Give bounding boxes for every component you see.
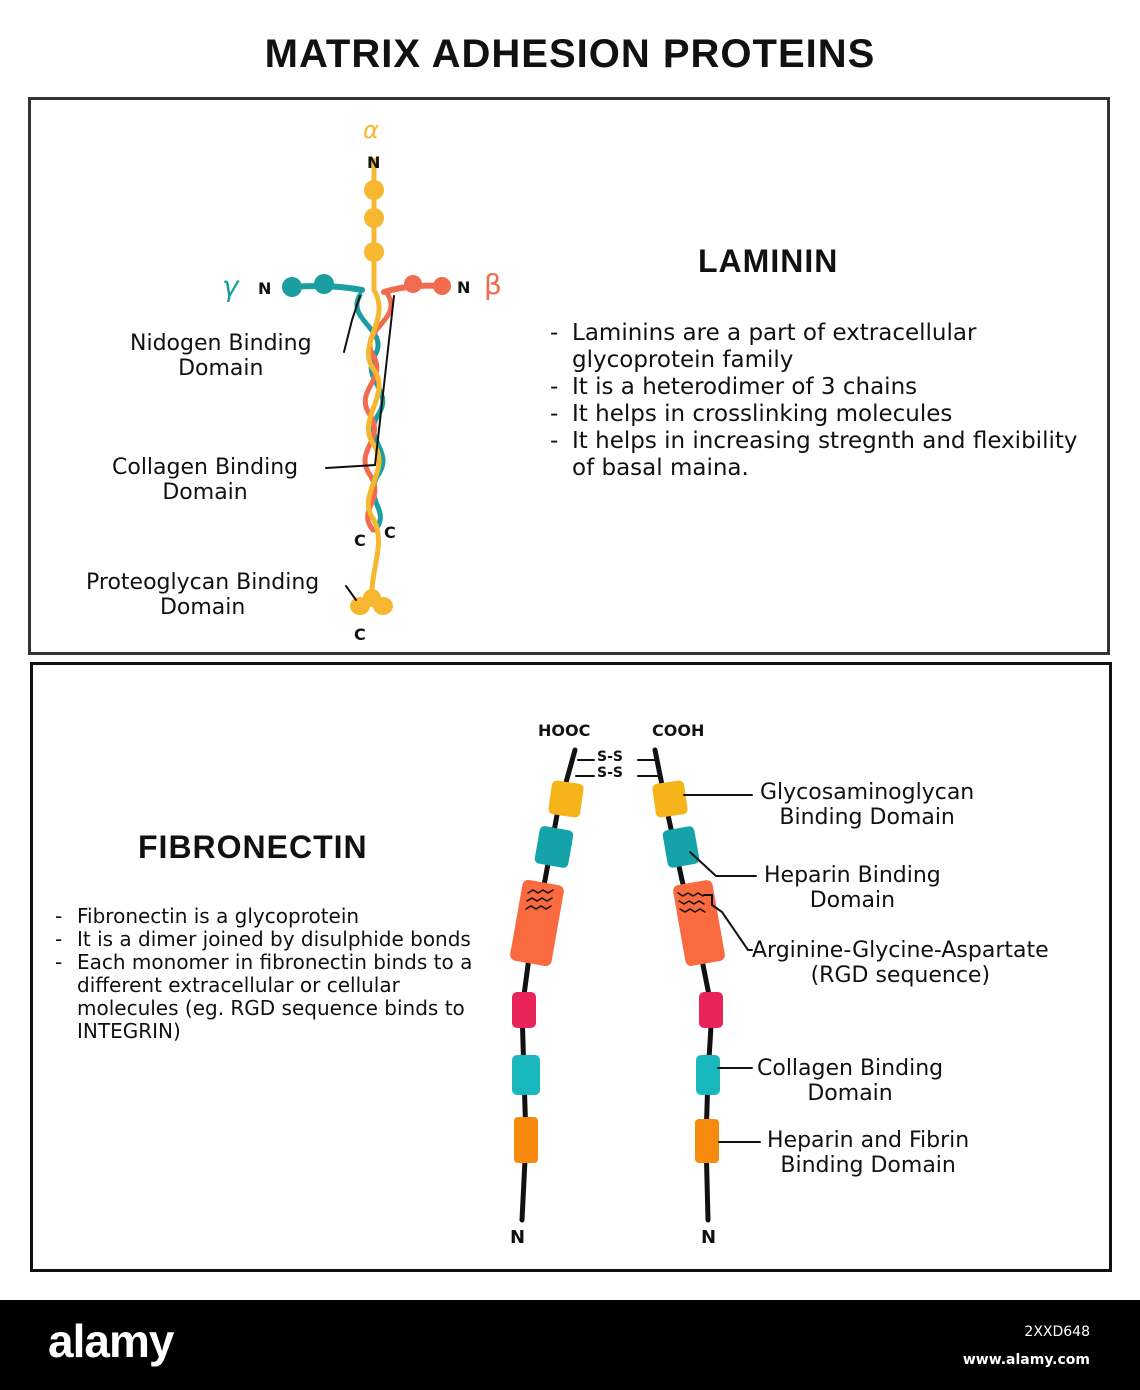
right-heparin-domain (662, 826, 700, 868)
laminin-alpha-bead (364, 180, 384, 200)
beta-chain-label: β (484, 268, 502, 301)
right-heparin-fibrin-domain (695, 1119, 719, 1163)
hooc-terminal: HOOC (538, 721, 591, 740)
list-item: It helps in increasing stregnth and flex… (550, 428, 1090, 482)
fibronectin-bullet-list: Fibronectin is a glycoprotein It is a di… (55, 905, 505, 1043)
alpha-chain-label: α (363, 116, 379, 144)
watermark-footer: alamy 2XXD648 www.alamy.com (0, 1300, 1140, 1390)
list-item: It helps in crosslinking molecules (550, 401, 1090, 428)
alamy-logo: alamy (48, 1315, 174, 1367)
c-terminal: C (354, 531, 366, 550)
right-glycosaminoglycan-domain (652, 780, 688, 818)
laminin-gamma-bead (282, 277, 302, 297)
page-title: MATRIX ADHESION PROTEINS (264, 32, 876, 76)
laminin-alpha-bead (364, 208, 384, 228)
right-n-terminal: N (701, 1227, 717, 1248)
right-rgd-marks (677, 892, 706, 913)
proteoglycan-leader (345, 585, 357, 601)
right-collagen-domain (696, 1055, 720, 1095)
right-unlabeled-domain (699, 992, 723, 1028)
laminin-heading: LAMININ (698, 243, 839, 279)
fibronectin-panel (30, 662, 1112, 1272)
site-url: www.alamy.com (962, 1352, 1090, 1368)
rgd-leader (703, 894, 753, 951)
left-rgd-domain (510, 879, 564, 967)
left-rgd-marks (525, 889, 554, 910)
laminin-alpha-coil (366, 287, 382, 603)
laminin-gamma-bead (314, 274, 334, 294)
laminin-bullet-list: Laminins are a part of extracellular gly… (550, 320, 1090, 482)
image-id: 2XXD648 (1024, 1324, 1090, 1340)
laminin-diagram (282, 157, 451, 615)
beta-n-terminal: N (457, 278, 471, 297)
left-n-terminal: N (510, 1227, 526, 1248)
list-item: It is a dimer joined by disulphide bonds (55, 928, 505, 952)
list-item: It is a heterodimer of 3 chains (550, 374, 1090, 401)
left-unlabeled-domain (512, 992, 536, 1028)
rgd-sequence-label: Arginine-Glycine-Aspartate(RGD sequence) (752, 938, 1049, 988)
laminin-beta-bead (404, 275, 422, 293)
collagen-leader (325, 295, 395, 469)
protein-diagrams (282, 157, 761, 1223)
fibronectin-diagram (510, 747, 761, 1223)
laminin-alpha-bead (364, 242, 384, 262)
heparin-leader (689, 851, 757, 877)
gamma-n-terminal: N (258, 279, 272, 298)
list-item: Each monomer in fibronectin binds to a d… (55, 951, 505, 1043)
c-terminal: C (384, 523, 396, 542)
left-heparin-fibrin-domain (514, 1117, 538, 1163)
left-collagen-domain (512, 1055, 540, 1095)
left-heparin-domain (534, 826, 574, 868)
laminin-beta-bead (433, 277, 451, 295)
fibronectin-heading: FIBRONECTIN (138, 829, 368, 865)
c-terminal: C (354, 625, 366, 644)
left-glycosaminoglycan-domain (548, 780, 584, 818)
list-item: Laminins are a part of extracellular gly… (550, 320, 1090, 374)
gamma-chain-label: γ (222, 270, 239, 303)
alpha-n-terminal: N (367, 153, 381, 172)
list-item: Fibronectin is a glycoprotein (55, 905, 505, 929)
nidogen-leader (343, 295, 361, 353)
cooh-terminal: COOH (652, 721, 705, 740)
laminin-g-lobe (363, 589, 381, 607)
